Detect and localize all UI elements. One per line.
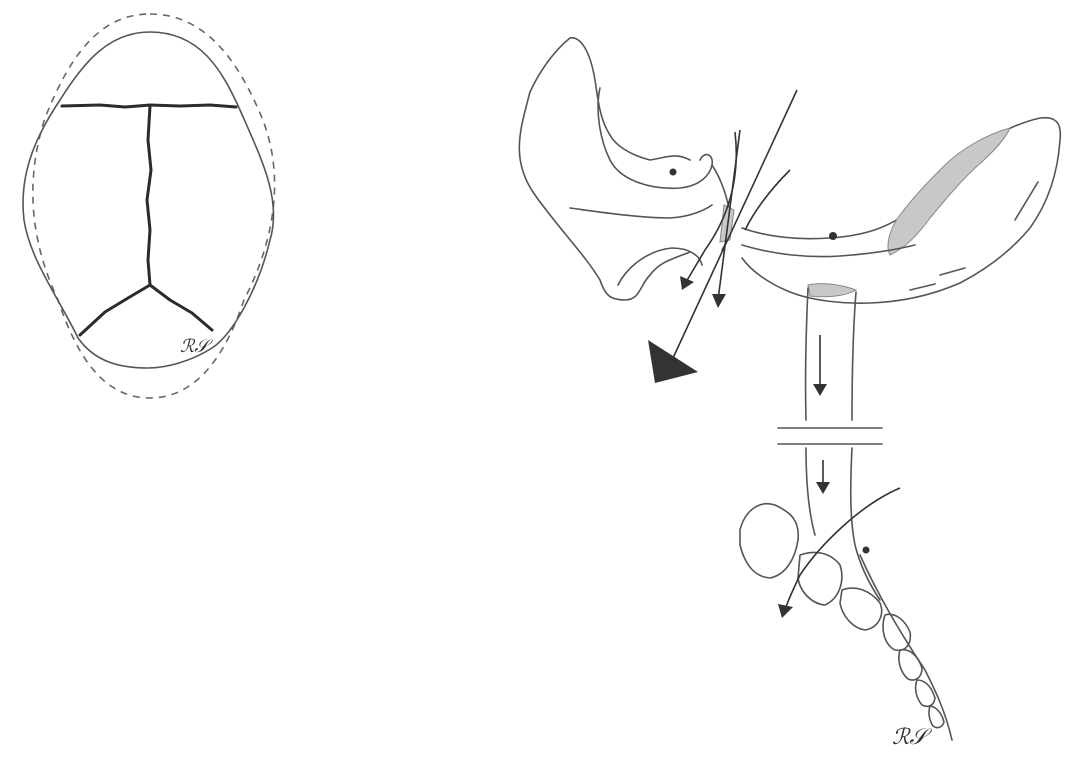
ilium-right-mark-1 xyxy=(1014,181,1039,221)
landmark-dot-sacrum xyxy=(862,546,870,554)
iliac-fossa-left xyxy=(569,204,713,219)
ilium-left xyxy=(518,91,691,301)
coccyx-segment-2 xyxy=(898,648,923,681)
small-arrowhead-1 xyxy=(712,294,726,308)
sacral-block-2 xyxy=(797,551,843,606)
curve-pointer-upper xyxy=(685,131,738,283)
iliac-crest-left xyxy=(529,37,691,161)
femur-shaft-left xyxy=(804,287,809,421)
artist-signature-left: ℛ𝒮 xyxy=(180,336,213,357)
ilium-right-mark-2 xyxy=(939,267,966,276)
curve-pointer-cross xyxy=(744,169,791,231)
coccyx-segment-4 xyxy=(928,705,945,729)
ilium-right-crest-shade xyxy=(887,127,1011,256)
lambdoid-suture-left xyxy=(78,283,152,337)
ilium-right-lower-shade xyxy=(807,283,858,298)
lambdoid-suture-right xyxy=(148,283,214,332)
landmark-dot-ilium xyxy=(669,168,677,176)
skull-outline xyxy=(22,31,275,369)
large-arrowhead xyxy=(648,340,698,383)
artist-signature-right: ℛ𝒮 xyxy=(892,725,933,750)
ilium-right-top xyxy=(741,116,1062,304)
pelvis-lateral-view: ℛ𝒮 xyxy=(518,37,1062,750)
small-arrowhead-2 xyxy=(680,276,694,290)
ilium-right-mark-3 xyxy=(909,283,936,291)
acetabulum-left xyxy=(617,247,703,286)
sagittal-suture xyxy=(145,104,153,287)
pointer-line-long xyxy=(672,89,798,359)
shaft-arrowhead-upper xyxy=(813,384,827,396)
coccyx-segment-1 xyxy=(882,613,912,652)
curve-pointer-lower xyxy=(784,487,901,611)
landmark-dot-ilium-right xyxy=(829,232,837,240)
femur-lower-left xyxy=(805,447,816,536)
skull-dashed-outline xyxy=(32,13,276,399)
femur-lower-right xyxy=(849,447,881,601)
femur-shaft-right xyxy=(851,291,857,421)
sacral-block-3 xyxy=(839,587,883,631)
coccyx-tail-line xyxy=(859,554,953,741)
iliac-inner-left xyxy=(597,87,714,190)
ilium-right-inner-line xyxy=(741,244,916,258)
skull-top-view: ℛ𝒮 xyxy=(22,13,276,399)
sacral-block-1 xyxy=(739,503,800,579)
curve-arrowhead-lower xyxy=(778,604,793,618)
shaft-arrowhead-lower xyxy=(816,482,830,494)
